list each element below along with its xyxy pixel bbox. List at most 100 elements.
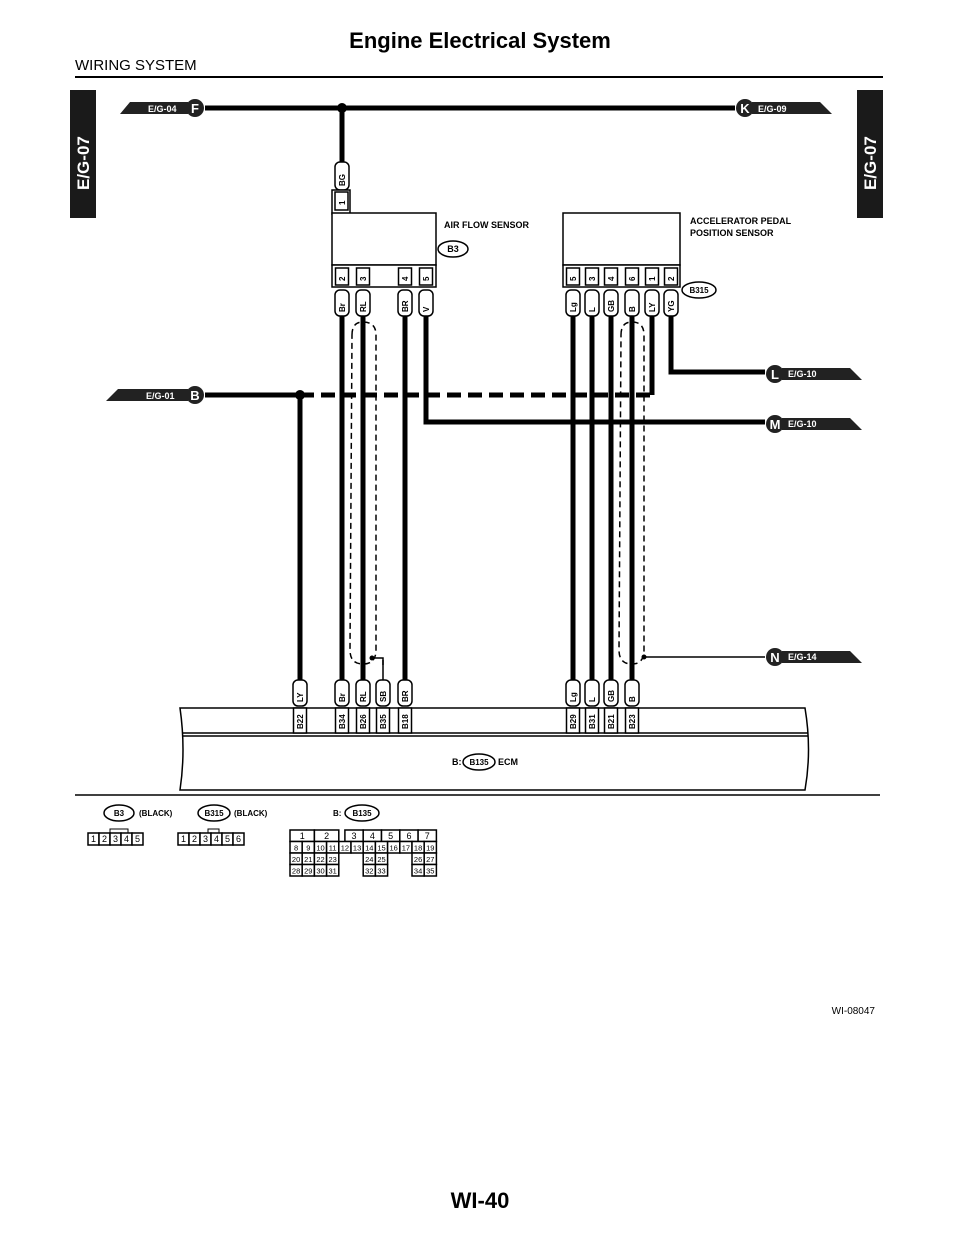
svg-text:B26: B26 — [359, 714, 368, 729]
b315-cavity: 4 — [210, 832, 223, 846]
b135-cavity: 14 — [362, 840, 377, 854]
b135-cavity: 8 — [289, 840, 303, 854]
svg-text:19: 19 — [426, 844, 434, 853]
b3-cavity: 5 — [131, 832, 144, 846]
b135-cavity: 30 — [313, 863, 328, 877]
ecm-wire-color: L — [584, 679, 600, 707]
accel-wire-color: GB — [603, 289, 619, 317]
svg-text:28: 28 — [292, 867, 300, 876]
b135-cavity: 6 — [399, 829, 419, 843]
svg-text:33: 33 — [377, 867, 385, 876]
connector-ref-f: E/G-04 F — [120, 99, 204, 117]
afs-pin-number: 3 — [355, 267, 371, 286]
svg-text:23: 23 — [329, 855, 337, 864]
svg-text:6: 6 — [406, 831, 411, 841]
svg-text:L: L — [588, 307, 597, 312]
svg-text:GB: GB — [607, 300, 616, 312]
svg-text:3: 3 — [203, 834, 208, 844]
svg-text:B315: B315 — [689, 286, 709, 295]
page-number: WI-40 — [451, 1188, 510, 1213]
afs-wire-color: RL — [355, 289, 371, 317]
connector-ref-l: L E/G-10 — [766, 365, 862, 383]
b135-cavity: 4 — [362, 829, 383, 843]
svg-text:4: 4 — [607, 276, 616, 281]
svg-text:B3: B3 — [447, 244, 459, 254]
accel-pin-number: 5 — [565, 267, 581, 286]
svg-text:LY: LY — [648, 302, 657, 312]
connector-ref-b: E/G-01 B — [106, 386, 204, 404]
ecm-pin-number: B26 — [355, 707, 371, 734]
b135-cavity: 16 — [386, 840, 401, 854]
ecm-pin-number: B35 — [375, 707, 391, 734]
b135-cavity: 13 — [350, 840, 364, 854]
svg-text:25: 25 — [377, 855, 385, 864]
afs-pin-number: 4 — [397, 267, 413, 286]
svg-text:SB: SB — [379, 691, 388, 702]
svg-text:Br: Br — [338, 693, 347, 702]
accel-pin-number: 2 — [663, 267, 679, 286]
svg-text:B: B — [628, 696, 637, 702]
b135-cavity: 11 — [325, 840, 340, 854]
accel-pin-number: 6 — [624, 267, 640, 286]
svg-text:20: 20 — [292, 855, 300, 864]
accel-sensor-label-2: POSITION SENSOR — [690, 228, 774, 238]
svg-text:E/G-07: E/G-07 — [74, 136, 93, 190]
svg-text:5: 5 — [225, 834, 230, 844]
side-tab-right: E/G-07 — [857, 90, 883, 218]
b135-cavity: 7 — [417, 829, 438, 843]
svg-text:16: 16 — [390, 844, 398, 853]
afs-wire-color: Br — [334, 289, 350, 317]
afs-pin-number: 5 — [418, 267, 434, 286]
svg-text:3: 3 — [352, 831, 357, 841]
svg-text:3: 3 — [588, 276, 597, 281]
b315-cavity: 5 — [221, 832, 234, 846]
accel-wire-color: LY — [644, 289, 660, 317]
svg-text:11: 11 — [329, 844, 337, 853]
svg-text:BG: BG — [338, 174, 347, 186]
svg-text:B31: B31 — [588, 714, 597, 729]
b135-cavity: 33 — [374, 863, 389, 877]
svg-text:B135: B135 — [352, 809, 372, 818]
svg-text:L: L — [588, 697, 597, 702]
accelerator-pedal-position-sensor — [562, 212, 681, 288]
b135-cavity: 2 — [313, 829, 340, 843]
svg-text:K: K — [740, 101, 750, 116]
b135-cavity: 27 — [423, 852, 438, 866]
b3-cavity: 4 — [120, 832, 133, 846]
ecm-wire-color: B — [624, 679, 640, 707]
ecm-wire-color: SB — [375, 679, 391, 707]
b315-cavity: 6 — [232, 832, 245, 846]
svg-text:26: 26 — [414, 855, 422, 864]
accel-sensor-label-1: ACCELERATOR PEDAL — [690, 216, 792, 226]
accel-pin-number: 1 — [644, 267, 660, 286]
legend-b315: B315 (BLACK) — [197, 804, 268, 833]
svg-text:3: 3 — [359, 276, 368, 281]
svg-text:1: 1 — [181, 834, 186, 844]
svg-text:7: 7 — [425, 831, 430, 841]
svg-text:13: 13 — [353, 844, 361, 853]
ecm-wire-color: LY — [292, 679, 308, 707]
svg-text:14: 14 — [365, 844, 373, 853]
ecm-pin-number: B31 — [584, 707, 600, 734]
svg-text:B22: B22 — [296, 714, 305, 729]
b315-cavity: 1 — [177, 832, 190, 846]
b135-cavity: 9 — [301, 840, 316, 854]
svg-text:6: 6 — [628, 276, 637, 281]
ecm-pin-number: B29 — [565, 707, 581, 734]
svg-text:(BLACK): (BLACK) — [234, 809, 268, 818]
svg-text:22: 22 — [316, 855, 324, 864]
b135-cavity: 32 — [362, 863, 377, 877]
svg-text:32: 32 — [365, 867, 373, 876]
accel-wire-color: L — [584, 289, 600, 317]
ecm-body — [179, 707, 810, 791]
connector-ref-k: K E/G-09 — [736, 99, 832, 117]
b135-cavity: 10 — [313, 840, 328, 854]
b135-cavity: 22 — [313, 852, 328, 866]
svg-text:31: 31 — [329, 867, 337, 876]
svg-text:B: B — [628, 306, 637, 312]
b135-cavity: 35 — [423, 863, 438, 877]
svg-text:Lg: Lg — [569, 692, 578, 702]
svg-text:(BLACK): (BLACK) — [139, 809, 173, 818]
svg-text:5: 5 — [135, 834, 140, 844]
b135-cavity: 1 — [289, 829, 316, 843]
